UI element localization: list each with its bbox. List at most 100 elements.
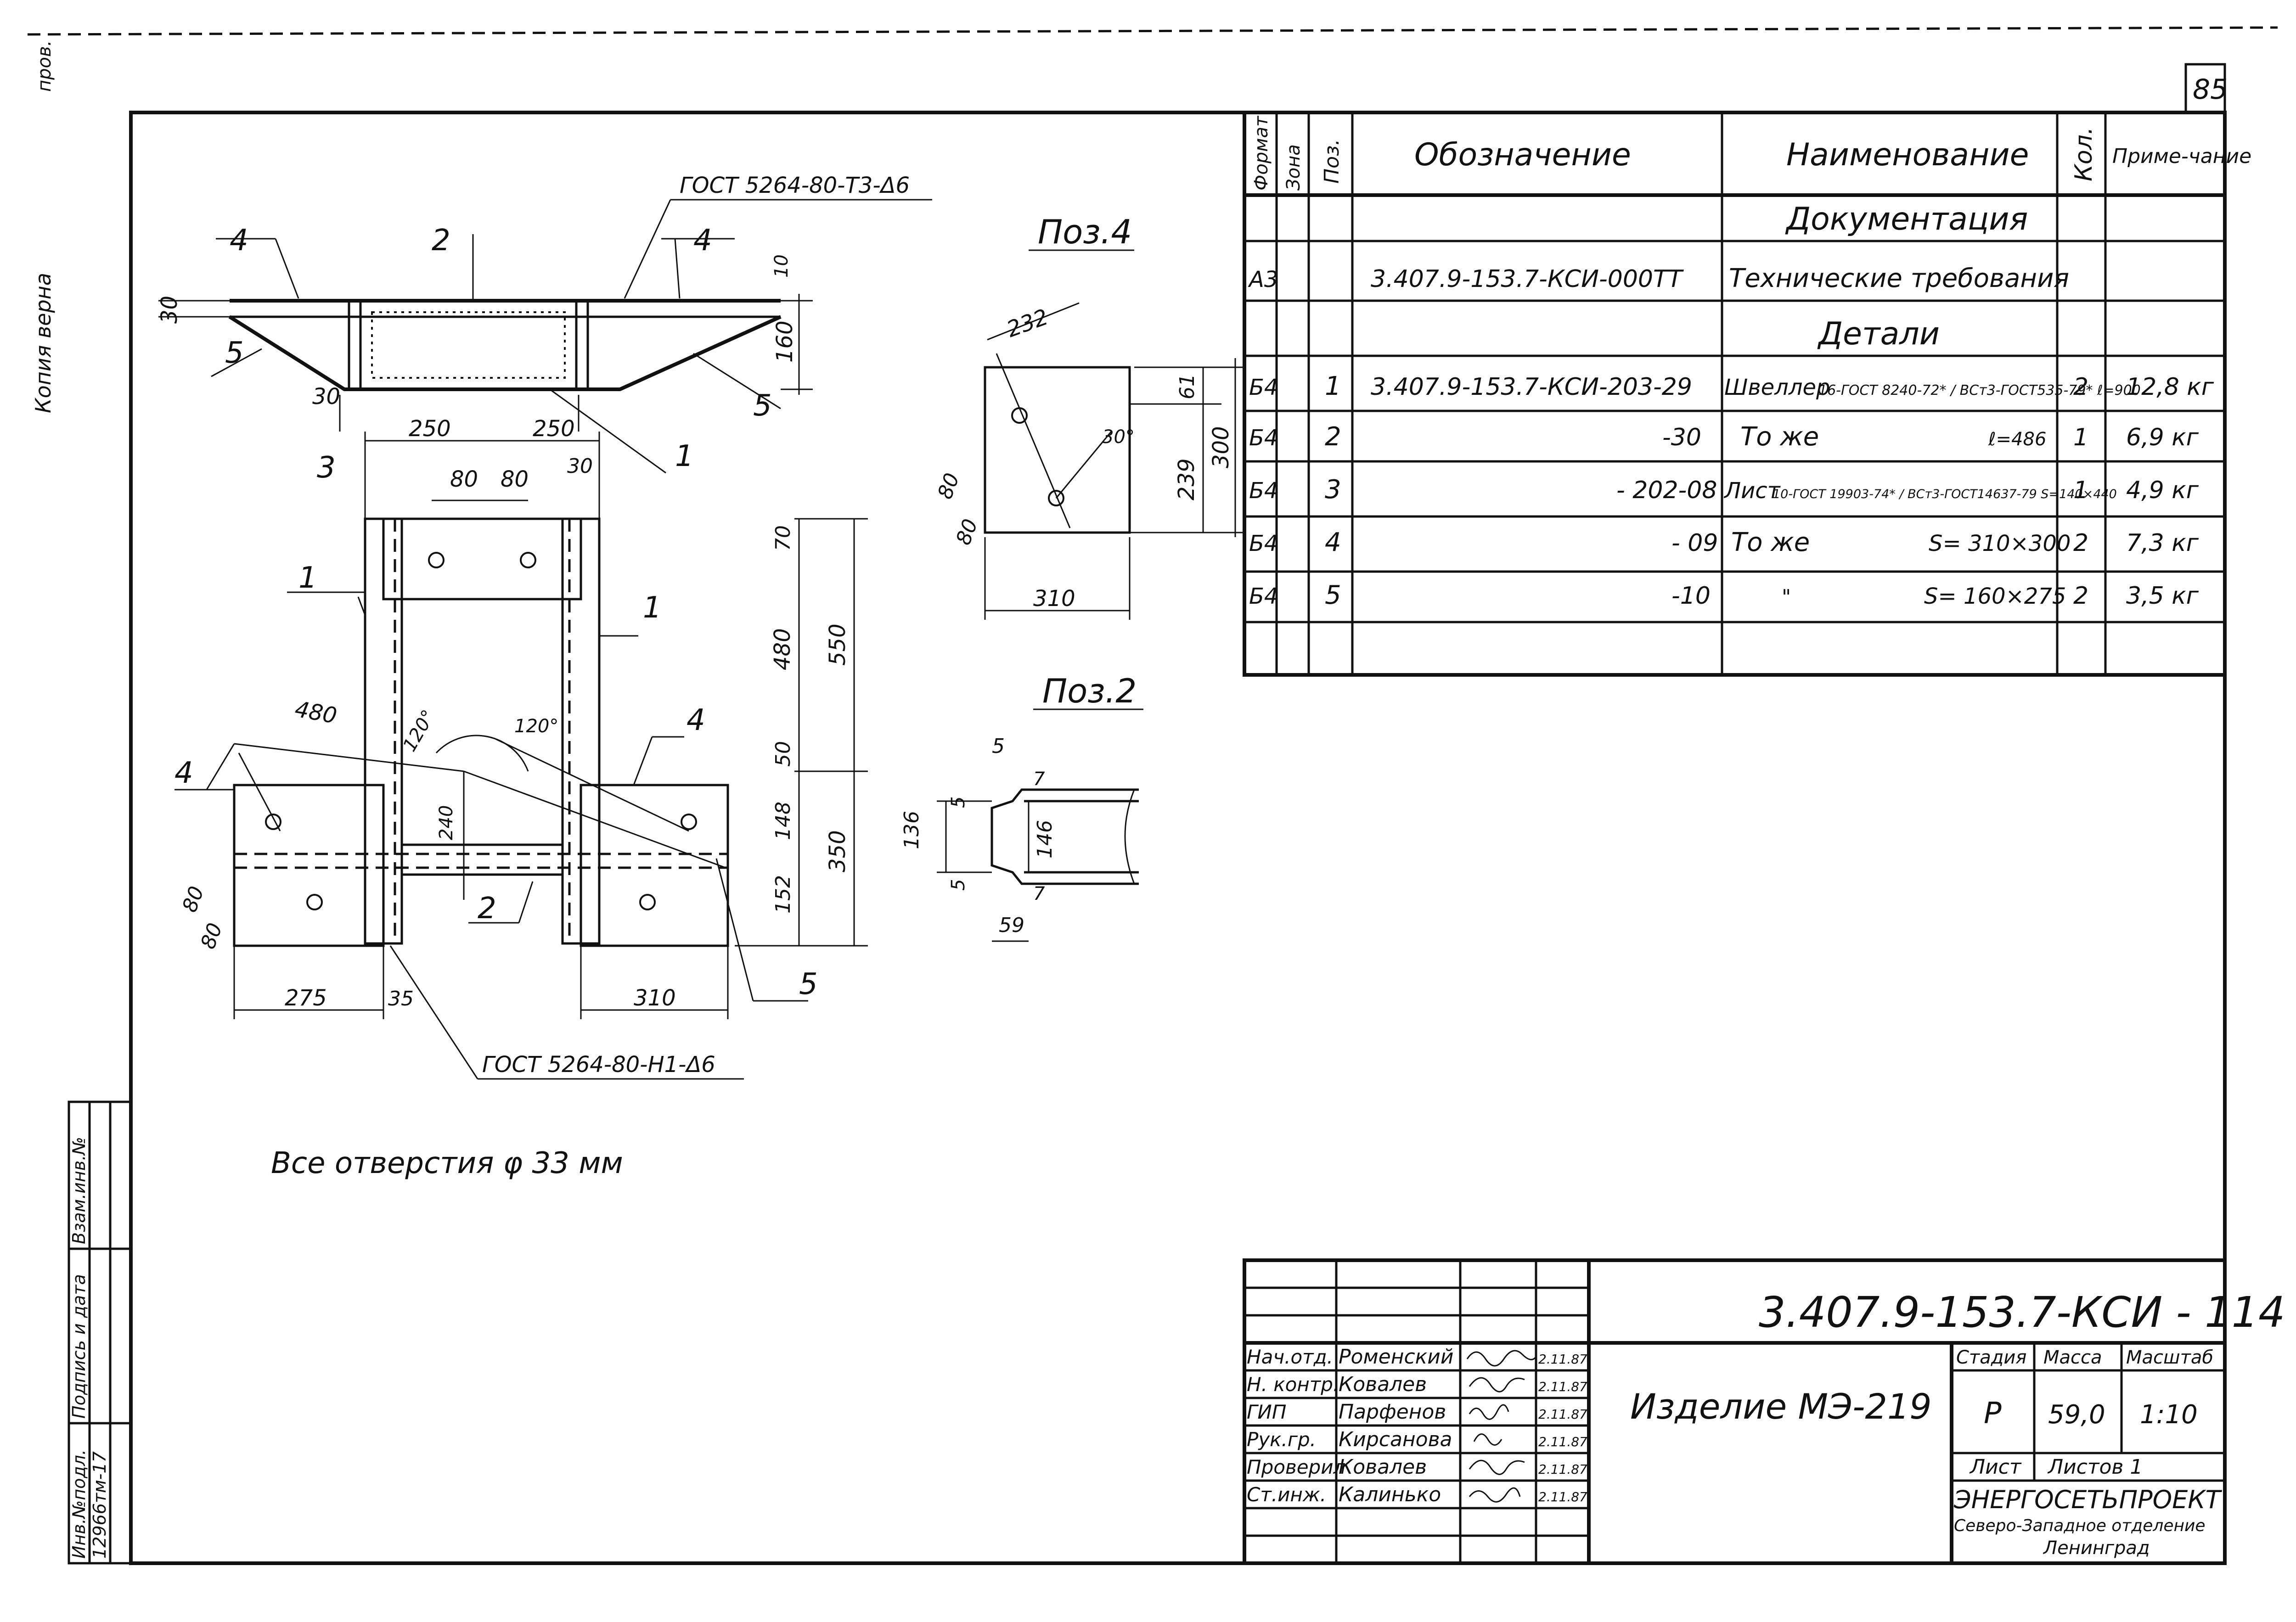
dim-angle-120-right: 120°: [514, 716, 558, 737]
top-callout-5b: 5: [753, 389, 772, 423]
spec-row2-designation: 3.407.9-153.7-КСИ-203-29: [1371, 373, 1692, 401]
spec-row4-pos: 3: [1325, 475, 1341, 505]
spec-row6-format: Б4: [1249, 584, 1278, 609]
pos4-dim-80a: 80: [933, 470, 964, 502]
dim-152: 152: [771, 875, 795, 914]
dim-250-left: 250: [409, 416, 451, 442]
plan-callout-4-right: 4: [687, 703, 705, 737]
title-stage-value: Р: [1984, 1397, 2002, 1431]
title-scale-value: 1:10: [2140, 1400, 2198, 1430]
spec-row6-qty: 2: [2073, 582, 2088, 610]
spec-row6-name: ": [1782, 585, 1791, 609]
spec-row5-extra: S= 310×300: [1929, 531, 2071, 556]
title-code: 3.407.9-153.7-КСИ - 114: [1759, 1288, 2285, 1337]
title-date-1: 2.11.87: [1538, 1352, 1587, 1367]
plan-callout-2: 2: [478, 892, 496, 926]
plan-callout-4-left: 4: [174, 756, 193, 790]
pos2-dim-59: 59: [999, 914, 1024, 937]
spec-row1-name: Технические требования: [1729, 264, 2069, 293]
spec-row1-format: А3: [1248, 267, 1278, 292]
title-role-5: Проверил: [1247, 1456, 1345, 1478]
title-organization-division: Северо-Западное отделение: [1954, 1516, 2206, 1535]
title-role-2: Н. контр.: [1247, 1373, 1339, 1396]
plan-callout-1-left: 1: [298, 561, 317, 595]
pos4-dim-angle-30: 30°: [1102, 427, 1135, 448]
dim-70: 70: [771, 525, 795, 551]
spec-row1-designation: 3.407.9-153.7-КСИ-000ТТ: [1371, 265, 1684, 293]
dim-550: 550: [825, 623, 850, 666]
spec-row2-pos: 1: [1325, 371, 1341, 401]
title-role-1: Нач.отд.: [1247, 1346, 1333, 1368]
spec-row4-note: 4,9 кг: [2126, 477, 2199, 504]
spec-header-pos: Поз.: [1320, 139, 1344, 184]
spec-row5-pos: 4: [1325, 528, 1341, 557]
dim-480-diagonal: 480: [293, 696, 339, 729]
title-role-3: ГИП: [1247, 1401, 1286, 1423]
spec-row3-extra: ℓ=486: [1988, 429, 2046, 450]
dim-35: 35: [388, 987, 414, 1010]
dim-250-right: 250: [533, 416, 575, 442]
spec-row5-format: Б4: [1249, 531, 1278, 556]
pos2-title: Поз.2: [1042, 672, 1137, 710]
pos4-dim-300: 300: [1208, 426, 1234, 468]
spec-row3-format: Б4: [1249, 425, 1278, 451]
pos2-dim-136: 136: [900, 811, 923, 849]
spec-row2-format: Б4: [1249, 375, 1278, 400]
spec-row3-qty: 1: [2073, 424, 2088, 451]
dim-310-plan: 310: [634, 985, 676, 1011]
dim-148: 148: [771, 802, 795, 840]
pos4-title: Поз.4: [1038, 213, 1132, 251]
title-stage-label: Стадия: [1956, 1347, 2026, 1368]
spec-header-zone: Зона: [1283, 144, 1304, 191]
weld-note-bottom: ГОСТ 5264-80-Н1-Δ6: [482, 1052, 715, 1078]
plan-callout-1-right: 1: [643, 591, 662, 625]
pos4-plate-view: [984, 302, 1244, 620]
spec-row4-designation: - 202-08: [1616, 477, 1717, 504]
pos2-dim-146: 146: [1033, 820, 1057, 859]
pos4-dim-310: 310: [1033, 586, 1075, 612]
pos2-dim-7-bottom: 7: [1033, 883, 1045, 904]
spec-row2-qty: 2: [2073, 373, 2088, 401]
plan-callout-5: 5: [799, 967, 818, 1001]
signature-scribbles: [1466, 1350, 1537, 1503]
top-callout-2: 2: [432, 224, 450, 258]
spec-row4-name: Лист: [1723, 478, 1781, 504]
spec-header-name: Наименование: [1786, 137, 2029, 173]
plan-view: [174, 432, 868, 1080]
dim-480-vertical: 480: [770, 628, 795, 670]
sheet-number: 85: [2193, 73, 2228, 106]
title-role-6: Ст.инж.: [1247, 1483, 1326, 1506]
spec-row5-qty: 2: [2073, 529, 2088, 557]
stamp-label-vzam-inv: Взам.инв.№: [69, 1137, 89, 1244]
dim-30-flange: 30: [157, 296, 182, 324]
spec-header-designation: Обозначение: [1414, 137, 1631, 173]
plan-callout-3: 3: [317, 451, 336, 485]
title-date-3: 2.11.87: [1538, 1407, 1587, 1422]
title-city: Ленинград: [2043, 1538, 2150, 1559]
stamp-label-inv-podl: Инв.№подл.: [69, 1449, 89, 1559]
stamp-checked: пров.: [34, 40, 55, 92]
pos4-dim-232: 232: [1003, 304, 1052, 342]
top-callout-1: 1: [675, 439, 694, 473]
dim-80-right: 80: [501, 466, 529, 492]
pos2-channel-view: [937, 788, 1139, 942]
spec-row4-qty: 1: [2073, 477, 2088, 504]
dim-80-hole-b: 80: [196, 920, 227, 952]
spec-row4-extra: 10-ГОСТ 19903-74* / ВСт3-ГОСТ14637-79 S=…: [1773, 487, 2117, 501]
pos4-dim-61: 61: [1176, 374, 1199, 399]
top-callout-4a: 4: [230, 224, 248, 258]
spec-row3-name: То же: [1740, 422, 1819, 452]
dim-350: 350: [825, 830, 850, 872]
title-mass-value: 59,0: [2048, 1400, 2105, 1430]
top-callout-4b: 4: [693, 224, 712, 258]
title-sheets-label: Листов 1: [2047, 1455, 2143, 1479]
spec-row5-name: То же: [1731, 528, 1810, 557]
dim-30-plan: 30: [567, 455, 593, 478]
stamp-copy-true: Копия верна: [31, 273, 56, 413]
title-name-2: Ковалев: [1339, 1373, 1427, 1396]
top-callout-5a: 5: [225, 336, 244, 370]
title-organization: ЭНЕРГОСЕТЬПРОЕКТ: [1953, 1485, 2223, 1514]
pos2-dim-7-top: 7: [1033, 769, 1045, 790]
dim-50: 50: [771, 741, 795, 767]
